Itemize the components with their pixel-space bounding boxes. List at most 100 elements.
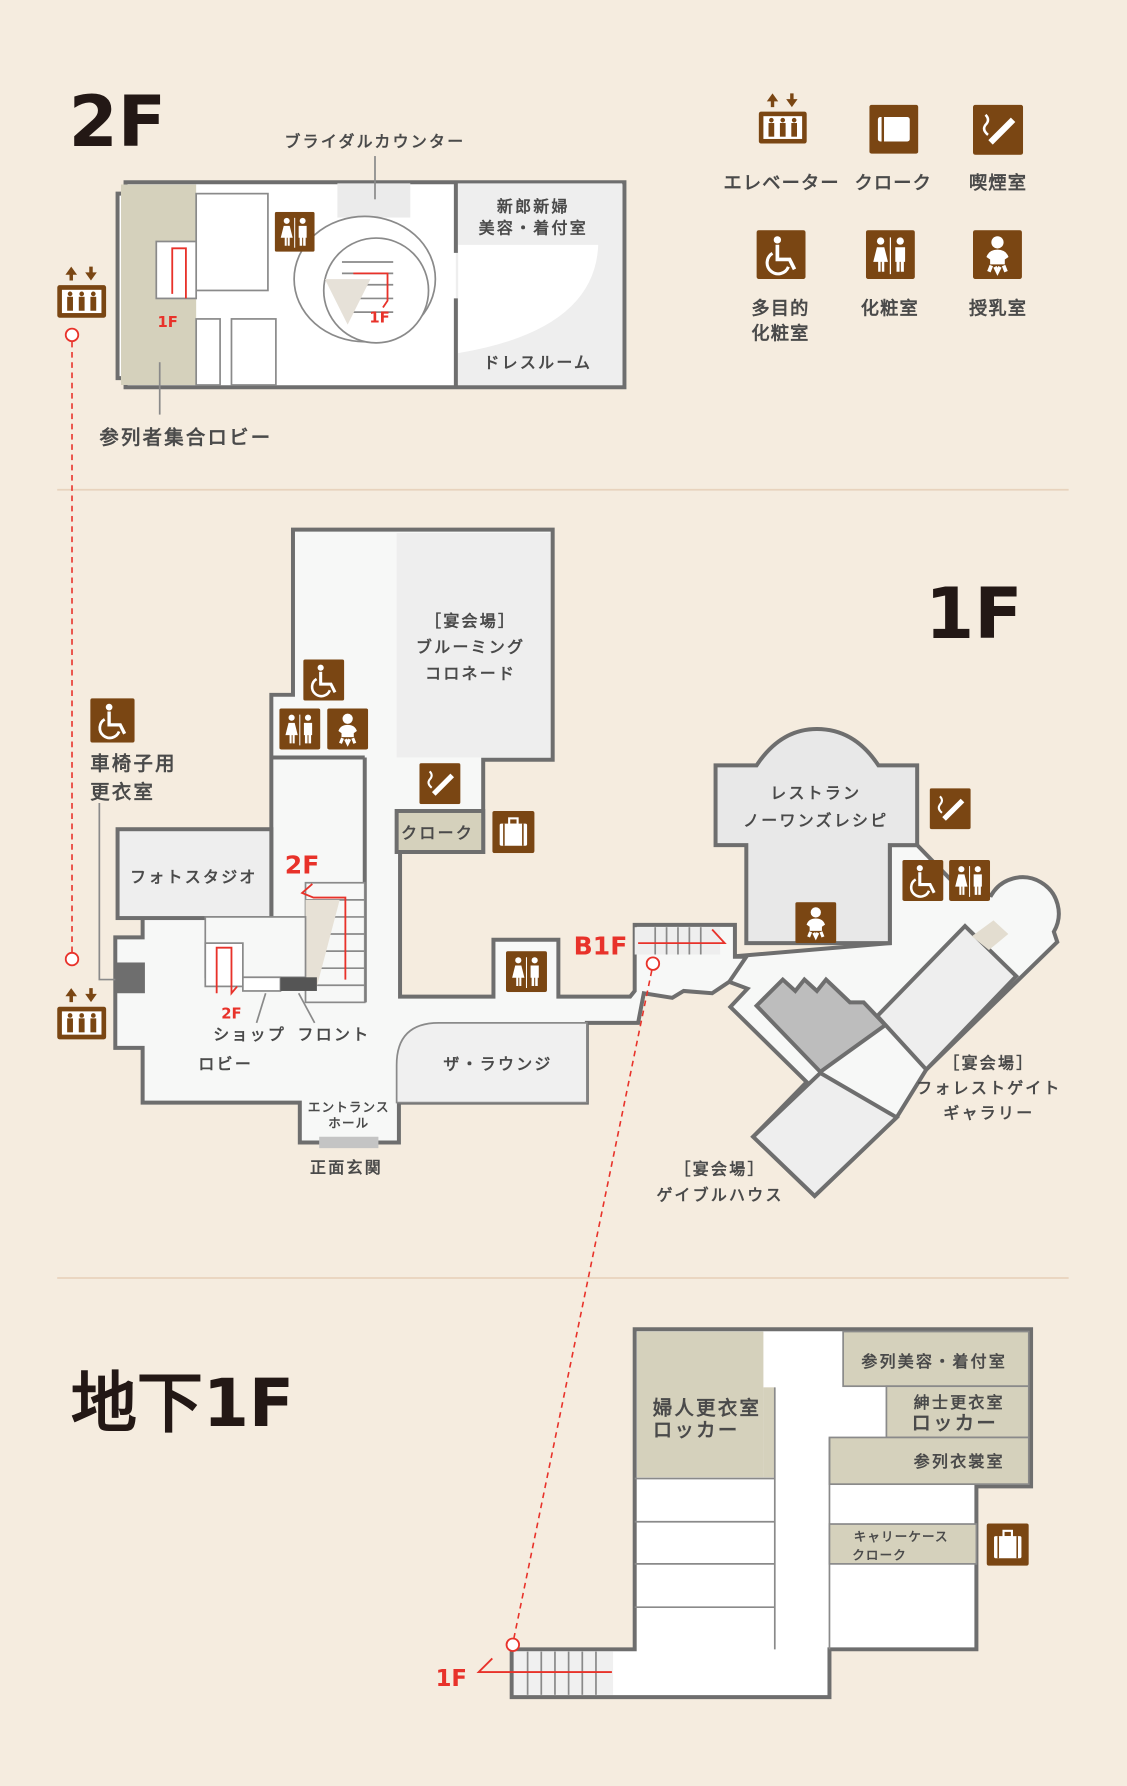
smoking-icon <box>930 788 971 829</box>
stairs-arrow <box>171 247 187 299</box>
label-costume-room: 参列衣裳室 <box>914 1452 1005 1471</box>
floor-b1f: 地下1F 1F 婦人更衣室 ロッカー 参列美容・着付室 紳士更衣室 ロッカー 参… <box>71 1327 1034 1700</box>
bridal-counter-area <box>337 183 411 218</box>
restroom-icon <box>865 230 915 280</box>
label-bride-room: 美容・着付室 <box>479 219 588 238</box>
wheelchair-icon <box>90 698 135 743</box>
forest-gate-room <box>874 923 1020 1073</box>
label-main-entrance: 正面玄関 <box>310 1158 383 1177</box>
legend-cloak: クローク <box>855 173 932 194</box>
front-desk <box>280 977 317 991</box>
label-wheelchair-room: 車椅子用 <box>90 752 177 775</box>
stairs-label-2f: 2F <box>221 1005 241 1022</box>
restaurant <box>713 726 920 946</box>
costume-room <box>828 1436 1030 1486</box>
label-gable-house: ゲイブルハウス <box>657 1186 784 1205</box>
connection-point <box>505 1637 520 1652</box>
label-mens-room: 紳士更衣室 <box>914 1393 1005 1412</box>
luggage-icon <box>986 1522 1029 1567</box>
restroom-icon <box>279 708 321 750</box>
label-cloak: クローク <box>401 823 474 842</box>
restroom-icon <box>505 951 547 993</box>
label-blooming: ［宴会場］ <box>425 611 516 630</box>
legend-multipurpose: 化粧室 <box>751 322 809 344</box>
label-ladies-room: ロッカー <box>653 1418 740 1441</box>
label-entrance-hall: ホール <box>328 1116 369 1131</box>
connection-point <box>64 327 80 343</box>
stairs-landing <box>324 279 371 325</box>
floor-title-1f: 1F <box>925 572 1022 655</box>
smoking-icon <box>419 763 460 804</box>
label-blooming: ブルーミング <box>416 638 525 657</box>
label-restaurant: レストラン <box>770 783 861 802</box>
label-lounge: ザ・ラウンジ <box>443 1055 552 1074</box>
label-front: フロント <box>298 1025 371 1044</box>
gallery-room <box>753 976 889 1075</box>
floor-title-2f: 2F <box>69 80 166 163</box>
room <box>195 192 269 292</box>
dress-area <box>458 244 599 354</box>
shop <box>242 976 282 992</box>
stairs-arrow-2f-small <box>215 946 238 996</box>
stairs-connection-line <box>513 970 653 1639</box>
label-forest-gate: フォレストゲイト <box>916 1078 1061 1097</box>
nursing-icon <box>972 230 1022 280</box>
stairs-arrow-1f <box>476 1657 612 1674</box>
legend: エレベーター クローク 喫煙室 多目的 化粧室 化粧室 授乳室 <box>724 93 1027 344</box>
floor-title-b1f: 地下1F <box>71 1365 294 1442</box>
carry-case-cloak <box>828 1523 978 1565</box>
label-shop: ショップ <box>213 1025 286 1044</box>
stairs-label-2f: 2F <box>285 851 320 880</box>
label-forest-gate: ギャラリー <box>943 1104 1034 1123</box>
stairs-label-1f: 1F <box>436 1666 467 1692</box>
floor-2f: 2F 1F 1F ブライダルカウンター 新郎新婦 美容・着付室 ドレスルーム 参… <box>57 80 627 449</box>
label-guest-lobby: 参列者集合ロビー <box>99 426 272 449</box>
floor-1f: 1F <box>57 527 1061 1205</box>
mens-locker-room <box>885 1385 1030 1439</box>
main-door <box>319 1136 379 1149</box>
photo-studio <box>115 827 274 921</box>
nursing-icon <box>327 708 369 750</box>
stairs-east <box>971 920 1009 950</box>
wall-block <box>115 962 145 994</box>
label-bridal-counter: ブライダルカウンター <box>284 132 465 151</box>
legend-smoking: 喫煙室 <box>969 172 1027 194</box>
label-guest-beauty: 参列美容・着付室 <box>861 1352 1007 1371</box>
label-lobby: ロビー <box>198 1055 253 1074</box>
restroom-icon <box>949 859 991 901</box>
wheelchair-icon <box>902 859 944 901</box>
stairs-arrow-b1f <box>638 928 727 945</box>
cloak-room <box>394 808 486 854</box>
label-forest-gate: ［宴会場］ <box>943 1053 1034 1072</box>
label-bride-room: 新郎新婦 <box>497 197 570 216</box>
label-ladies-room: 婦人更衣室 <box>652 1397 761 1420</box>
stairs-label-1f: 1F <box>369 309 389 326</box>
wheelchair-icon <box>756 230 806 280</box>
wheelchair-icon <box>303 659 345 701</box>
legend-restroom: 化粧室 <box>861 297 919 319</box>
label-wheelchair-room: 更衣室 <box>90 780 155 803</box>
lounge <box>395 1021 588 1104</box>
label-carry-case: キャリーケース <box>854 1529 949 1544</box>
label-entrance-hall: エントランス <box>308 1100 390 1115</box>
legend-nursing: 授乳室 <box>969 297 1027 319</box>
blooming-hall <box>396 533 551 758</box>
legend-elevator: エレベーター <box>724 173 840 194</box>
label-mens-room: ロッカー <box>911 1411 998 1434</box>
stairs-label-b1f: B1F <box>574 932 628 961</box>
stairs-b1f <box>513 1651 614 1695</box>
luggage-icon <box>492 810 535 854</box>
label-photo-studio: フォトスタジオ <box>130 868 258 887</box>
connection-point <box>645 956 661 971</box>
cloak-icon <box>869 104 919 154</box>
smoking-icon <box>973 105 1023 155</box>
stairs-2f-left <box>155 240 198 300</box>
label-carry-case: クローク <box>852 1547 907 1562</box>
restroom-icon <box>274 211 315 252</box>
guest-beauty-room <box>842 1330 1030 1388</box>
stairs-label-1f: 1F <box>157 314 177 331</box>
small-stairs <box>204 942 244 988</box>
nursing-icon <box>795 902 837 944</box>
label-blooming: コロネード <box>425 664 516 683</box>
